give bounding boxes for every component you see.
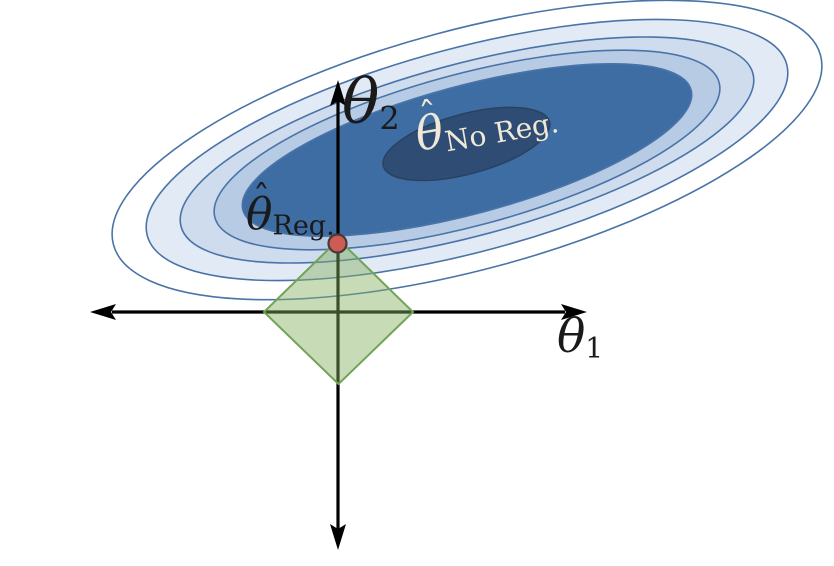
theta1-symbol: θ (557, 309, 586, 364)
reg-subscript: Reg. (272, 210, 335, 242)
loss-contour-group (111, 0, 823, 301)
y-axis-down-arrowhead-icon (330, 524, 346, 550)
theta1-subscript: 1 (585, 331, 604, 365)
contour-core-ellipse (382, 106, 551, 182)
theta1-axis-label: θ1 (557, 313, 603, 363)
x-axis-left-arrowhead-icon (90, 304, 116, 320)
theta2-axis-label: θ2 (342, 71, 400, 138)
x-axis-right-arrowhead-icon (561, 304, 587, 320)
axes-group (90, 80, 587, 550)
contour-ellipse-outer (111, 0, 823, 301)
hat-accent-icon: ˆ (252, 179, 271, 220)
regularized-solution-point (327, 233, 348, 254)
y-axis-up-arrowhead-icon (330, 80, 346, 106)
l1-constraint-diamond (262, 238, 415, 386)
theta-reg-symbol: θ (246, 189, 273, 240)
theta2-subscript: 2 (379, 99, 400, 138)
theta2-symbol: θ (342, 65, 380, 138)
